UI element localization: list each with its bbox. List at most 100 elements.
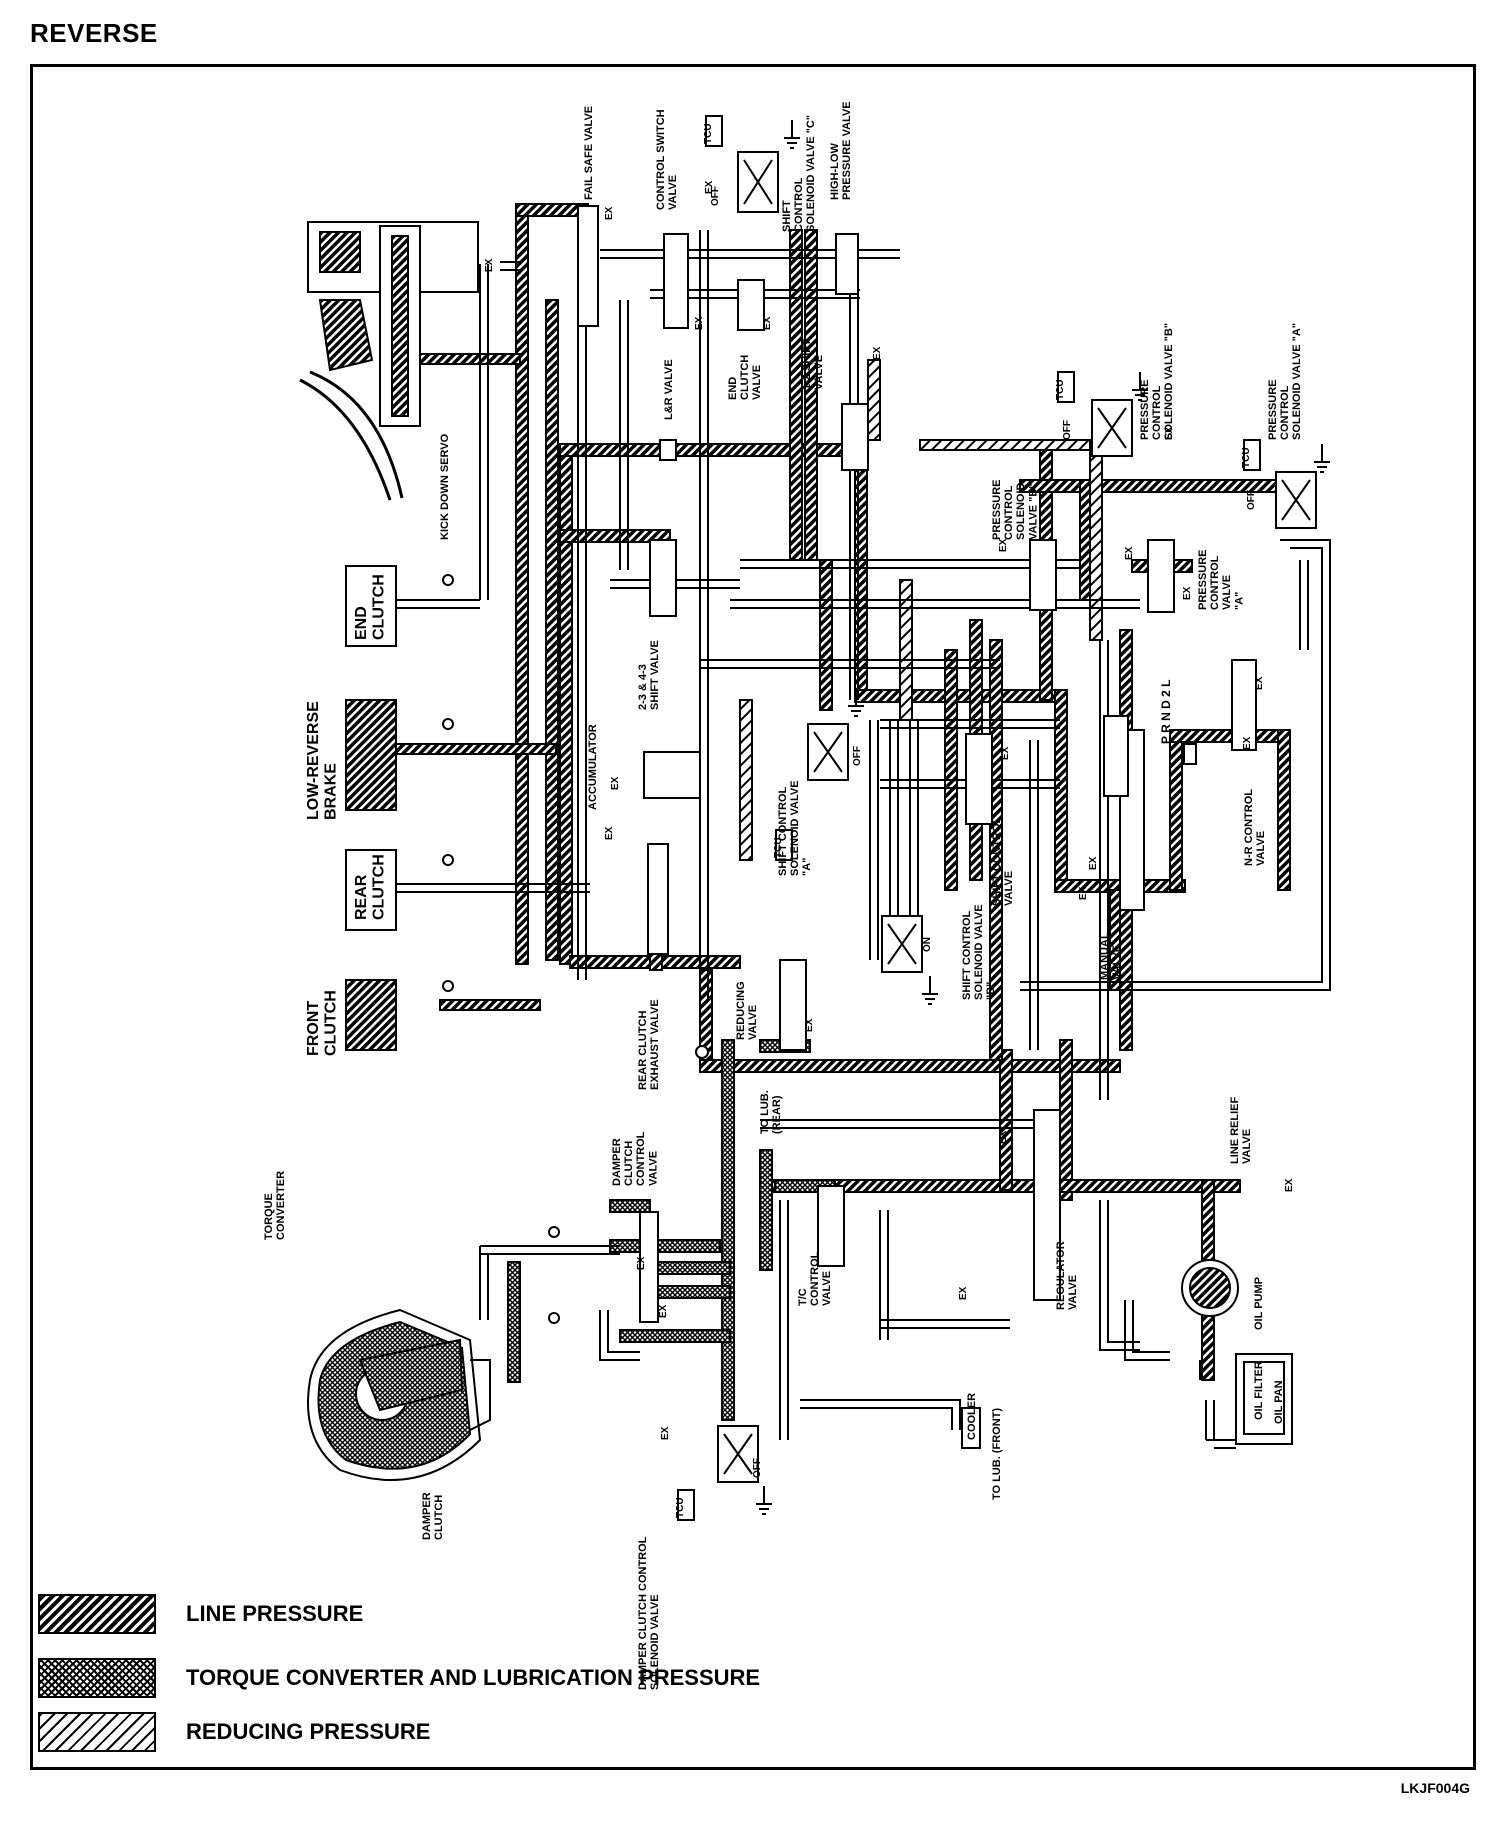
ex-marker: EX (636, 1256, 647, 1270)
accumulator-label: ACCUMULATOR (587, 724, 599, 810)
to-lub-rear-label: TO LUB.(REAR) (759, 1090, 783, 1134)
ex-marker: EX (998, 538, 1009, 552)
ex-marker: EX (1078, 886, 1089, 900)
diagram-labels: FAIL SAFE VALVE CONTROL SWITCHVALVE SHIFTC… (263, 101, 1303, 1690)
to-lub-front-label: TO LUB. (FRONT) (991, 1408, 1003, 1500)
kick-down-servo (299, 221, 479, 501)
torque-converter-label: TORQUECONVERTER (263, 1171, 287, 1240)
legend-label: LINE PRESSURE (186, 1601, 364, 1626)
line-relief-valve-label: LINE RELIEFVALVE (1229, 1096, 1253, 1164)
solenoid-coils (723, 159, 1311, 1475)
prndl-indicator (1103, 715, 1197, 797)
end-clutch (345, 565, 397, 647)
rear-clutch-exhaust-valve-label: REAR CLUTCHEXHAUST VALVE (637, 999, 661, 1090)
off-marker: OFF (852, 746, 863, 766)
ex-marker: EX (1182, 586, 1193, 600)
off-marker: OFF (1062, 420, 1073, 440)
off-marker: OFF (752, 1458, 763, 1478)
nr-control-valve (1231, 659, 1257, 751)
tcu-marker: TCU (1241, 447, 1252, 468)
tcu-marker: TCU (703, 123, 714, 144)
shift-control-valve-label: SHIFT CONTROLVALVE (991, 817, 1015, 906)
end-clutch-valve (737, 279, 765, 331)
end-clutch-valve-label: ENDCLUTCHVALVE (727, 355, 763, 400)
shift-valve-12-label: 1-2 SHIFTVALVE (801, 339, 825, 390)
shift-valve-23-label: 2-3 & 4-3SHIFT VALVE (637, 640, 661, 710)
ground-symbols (756, 120, 1330, 1515)
oil-filter-label: OIL FILTER (1253, 1361, 1265, 1420)
tc-pressure-swatch (38, 1658, 156, 1698)
pressure-control-valve-a-label: PRESSURECONTROLVALVE"A" (1197, 549, 1245, 610)
ex-marker: EX (660, 1426, 671, 1440)
ex-marker: EX (704, 180, 715, 194)
ex-marker: EX (1088, 856, 1099, 870)
ex-marker: EX (1164, 426, 1175, 440)
ex-marker: EX (762, 316, 773, 330)
ex-marker: EX (1242, 736, 1253, 750)
rear-clutch-exhaust-valve (647, 843, 669, 955)
legend-item-reducing-pressure: REDUCING PRESSURE (38, 1712, 430, 1752)
check-balls (442, 574, 709, 1324)
oil-pump (1181, 1259, 1239, 1317)
ex-marker: EX (804, 1018, 815, 1032)
pressure-control-solenoid-a-label: PRESSURECONTROLSOLENOID VALVE "A" (1267, 323, 1303, 440)
ex-marker: EX (998, 1130, 1009, 1144)
ex-marker: EX (1254, 676, 1265, 690)
pressure-control-valve-b-label: PRESSURECONTROLSOLENOIDVALVE "B" (991, 479, 1039, 540)
control-switch-valve-label: CONTROL SWITCHVALVE (655, 109, 679, 210)
low-reverse-brake-label: LOW-REVERSEBRAKE (305, 701, 340, 820)
lr-valve-label: L&R VALVE (663, 359, 675, 420)
off-marker: OFF (710, 186, 721, 206)
ex-marker: EX (604, 826, 615, 840)
end-clutch-label: ENDCLUTCH (353, 574, 388, 640)
ex-marker: EX (484, 258, 495, 272)
fail-safe-valve-label: FAIL SAFE VALVE (583, 106, 595, 200)
ex-marker: EX (1000, 746, 1011, 760)
ex-marker: EX (604, 206, 615, 220)
tcu-boxes (677, 115, 1261, 1521)
regulator-valve-label: REGULATORVALVE (1055, 1241, 1079, 1310)
shift-control-solenoid-a-label: SHIFT CONTROLSOLENOID VALVE"A" (777, 780, 813, 876)
page-title: REVERSE (30, 18, 158, 48)
regulator-valve (1033, 1109, 1061, 1301)
shift-control-solenoid-c-label: SHIFTCONTROLSOLENOID VALVE "C" (781, 115, 817, 232)
reducing-valve-label: REDUCINGVALVE (735, 981, 759, 1040)
damper-clutch-control-valve-label: DAMPERCLUTCHCONTROLVALVE (611, 1131, 659, 1186)
rear-clutch-label: REARCLUTCH (353, 854, 388, 920)
kick-down-servo-label: KICK DOWN SERVO (439, 433, 451, 540)
nr-control-valve-label: N-R CONTROLVALVE (1243, 789, 1267, 866)
damper-clutch-control-valve (639, 1211, 659, 1323)
prnd-label: P R N D 2 L (1159, 680, 1173, 744)
line-pressure-swatch (38, 1594, 156, 1634)
legend-label: TORQUE CONVERTER AND LUBRICATION PRESSUR… (186, 1665, 761, 1690)
off-marker: OFF (1246, 490, 1257, 510)
damper-clutch-control-solenoid-label: DAMPER CLUTCH CONTROLSOLENOID VALVE (637, 1536, 661, 1690)
ex-marker: EX (1124, 546, 1135, 560)
tc-control-valve (817, 1185, 845, 1267)
manual-valve-label: MANUALVALVE (1099, 932, 1123, 980)
line-pressure-passages (395, 203, 1301, 1381)
reducing-pressure-swatch (38, 1712, 156, 1752)
high-low-pressure-valve-label: HIGH-LOWPRESSURE VALVE (829, 101, 853, 200)
oil-pump-label: OIL PUMP (1253, 1277, 1265, 1330)
pressure-control-solenoid-b-label: PRESSURECONTROLSOLENOID VALVE "B" (1139, 323, 1175, 440)
figure-code: LKJF004G (1400, 1780, 1470, 1796)
fail-safe-valve (577, 205, 599, 327)
cooler-label: COOLER (966, 1393, 978, 1440)
pressure-control-valve-b (1029, 539, 1057, 611)
ex-marker: EX (1284, 1178, 1295, 1192)
damper-clutch-label: DAMPERCLUTCH (421, 1492, 445, 1540)
shift-valve-2-3 (649, 539, 677, 617)
tc-lubrication-passages (507, 1039, 836, 1421)
front-clutch-label: FRONTCLUTCH (305, 990, 340, 1056)
shift-control-valve (965, 733, 993, 825)
ex-marker: EX (610, 776, 621, 790)
low-reverse-brake (345, 699, 397, 811)
shift-control-solenoid-b-label: SHIFT CONTROLSOLENOID VALVE"B" (961, 904, 997, 1000)
torque-converter (307, 1308, 491, 1481)
reducing-valve (779, 959, 807, 1051)
tc-control-valve-label: T/CCONTROLVALVE (797, 1251, 833, 1306)
diagram-frame (30, 64, 1476, 1770)
rear-clutch (345, 849, 397, 931)
